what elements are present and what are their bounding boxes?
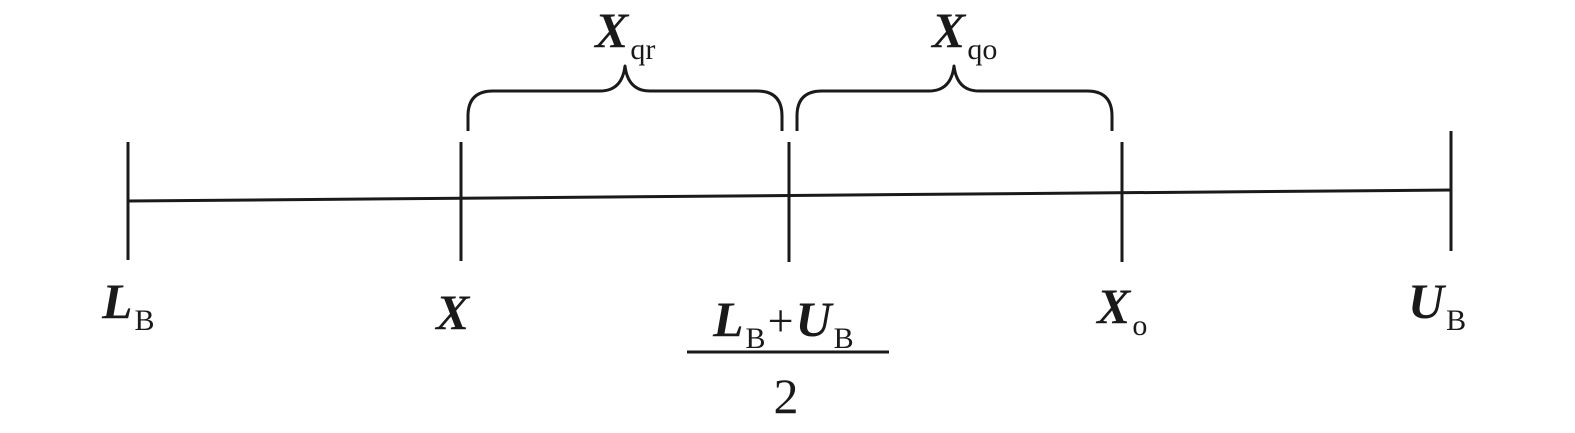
label-midpoint-numerator: LB+UB [712, 291, 854, 355]
brace-xqo [795, 64, 1114, 131]
label-midpoint-denominator: 2 [774, 368, 799, 424]
brace-xqr [466, 64, 784, 131]
label-lb: LB [101, 273, 155, 337]
label-ub: UB [1408, 273, 1466, 337]
label-x: X [434, 284, 471, 340]
label-xo: Xo [1095, 278, 1147, 342]
label-xqr: Xqr [593, 2, 655, 66]
label-xqo: Xqo [930, 2, 997, 66]
